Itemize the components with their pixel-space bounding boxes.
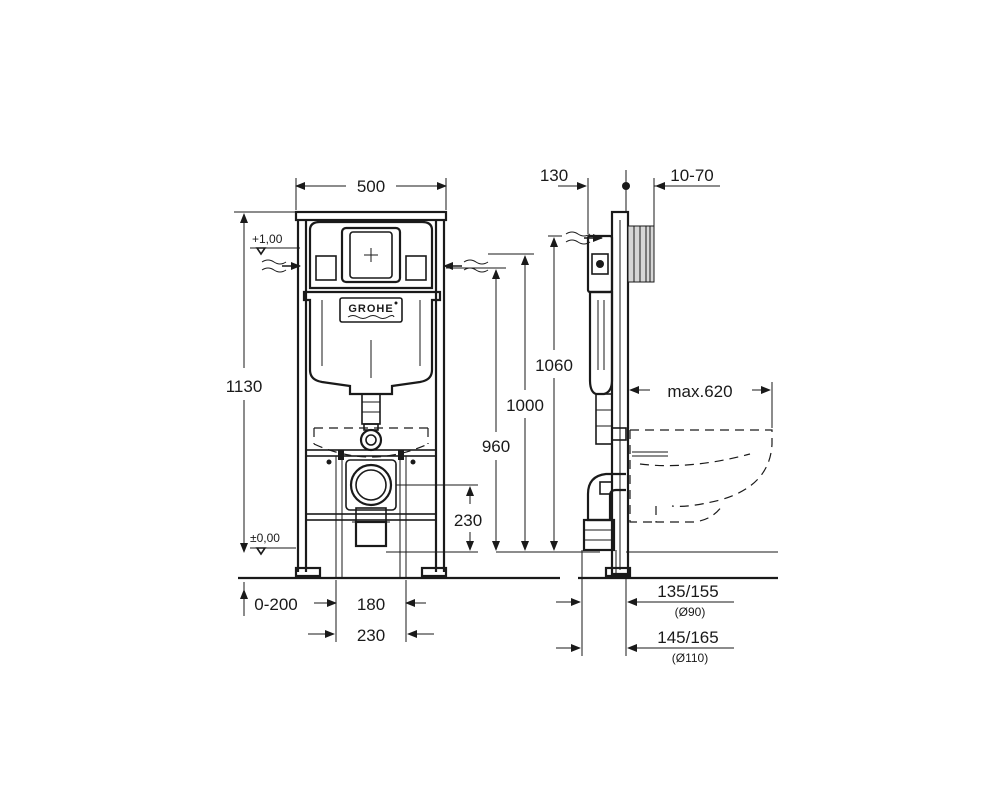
drain-connection bbox=[345, 459, 397, 548]
height-960-label: 960 bbox=[482, 437, 510, 456]
dim-height-1000: 1000 bbox=[488, 253, 544, 551]
side-frame bbox=[604, 210, 655, 578]
offset-label: 0-200 bbox=[254, 595, 297, 614]
bolt-spacing-label: 230 bbox=[357, 626, 385, 645]
pipe-spacing-label: 180 bbox=[357, 595, 385, 614]
wall-axis-symbol bbox=[622, 170, 630, 212]
outlet-height-label: 230 bbox=[454, 511, 482, 530]
wc-outline-side bbox=[629, 429, 773, 523]
dim-outlet-height: 230 bbox=[386, 484, 482, 553]
installation-frame bbox=[294, 210, 448, 578]
dim-outlet-depth-110: 145/165 (Ø110) bbox=[556, 628, 734, 665]
dim-depth-top: 130 bbox=[540, 166, 589, 234]
outlet-depth-110-label: 145/165 bbox=[657, 628, 718, 647]
dim-outlet-depth-90: 135/155 (Ø90) bbox=[556, 578, 734, 656]
dim-bottom-row-1: 0-200 180 bbox=[240, 580, 426, 616]
depth-top-label: 130 bbox=[540, 166, 568, 185]
dim-bottom-row-2: 230 bbox=[308, 612, 434, 645]
dim-width: 500 bbox=[295, 177, 447, 210]
wc-outline-front bbox=[313, 427, 429, 458]
level-marker-bottom: ±0,00 bbox=[250, 531, 296, 556]
side-water-supply-arrow bbox=[565, 231, 603, 245]
level-marker-top: +1,00 bbox=[250, 232, 300, 256]
flush-pipe bbox=[359, 393, 383, 452]
outlet-depth-90-label: 135/155 bbox=[657, 582, 718, 601]
width-label: 500 bbox=[357, 177, 385, 196]
wall-depth-label: 10-70 bbox=[670, 166, 713, 185]
height-1000-label: 1000 bbox=[506, 396, 544, 415]
water-supply-arrows bbox=[261, 259, 489, 273]
height-1060-label: 1060 bbox=[535, 356, 573, 375]
dim-wall-depth: 10-70 bbox=[653, 166, 720, 226]
side-drain-bend bbox=[581, 472, 626, 578]
outlet-diameter-90-label: (Ø90) bbox=[675, 605, 706, 619]
mounting-bolts bbox=[326, 450, 416, 465]
outlet-diameter-110-label: (Ø110) bbox=[672, 651, 708, 665]
side-flush-pipe bbox=[595, 393, 627, 445]
front-view: GROHE bbox=[226, 177, 600, 645]
dim-height-1060: 1060 bbox=[496, 235, 600, 553]
dim-max-projection: max.620 bbox=[629, 382, 773, 428]
total-height-label: 1130 bbox=[226, 377, 263, 396]
brand-logo: GROHE bbox=[348, 303, 393, 315]
side-view: 130 10-70 max.620 135/155 bbox=[540, 166, 778, 665]
side-cistern bbox=[586, 234, 614, 396]
max-projection-label: max.620 bbox=[667, 382, 732, 401]
dim-total-height: 1130 bbox=[226, 211, 296, 553]
level-top-label: +1,00 bbox=[252, 232, 283, 246]
level-bottom-label: ±0,00 bbox=[250, 531, 280, 545]
cistern: GROHE bbox=[302, 220, 442, 396]
dim-height-960: 960 bbox=[446, 267, 510, 551]
